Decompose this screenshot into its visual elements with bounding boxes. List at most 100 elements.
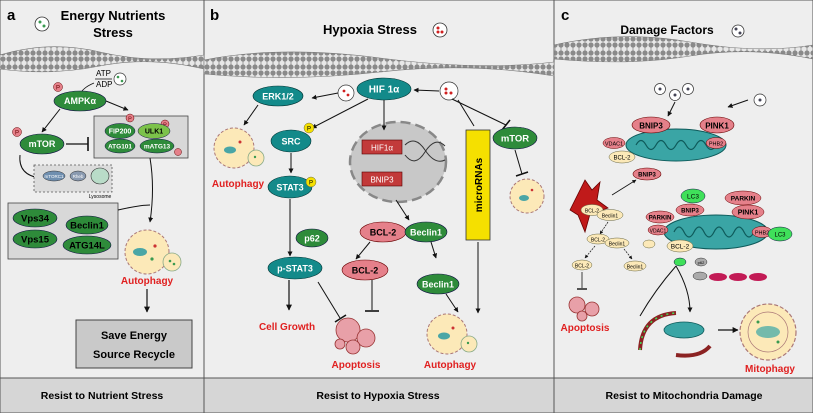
adp-label: ADP <box>96 80 112 89</box>
apoptosis-icon-c <box>568 296 600 322</box>
autophagy-label-b-right: Autophagy <box>424 360 477 371</box>
fip200-label: FIP200 <box>109 129 132 136</box>
p-label: P <box>307 127 311 133</box>
lc3-label: LC3 <box>774 233 786 239</box>
atg101-node <box>104 138 136 154</box>
stat3-label: STAT3 <box>276 183 303 193</box>
p-label: P <box>15 131 19 137</box>
p-label: P <box>128 117 132 123</box>
beclin1-label-a: Beclin1 <box>70 221 105 232</box>
bnip3-label: BNIP3 <box>370 176 394 185</box>
nucleus <box>348 120 448 204</box>
pink1-node-c-1 <box>699 116 735 134</box>
ulk1-node <box>137 123 171 139</box>
src-node <box>270 129 312 153</box>
phb2-label: PHB2 <box>709 142 723 148</box>
bnip3-nuclear-box <box>361 171 403 187</box>
mitophagy-label: Mitophagy <box>745 364 795 375</box>
pink1-label: PINK1 <box>738 210 759 217</box>
mtor-label: mTOR <box>501 134 529 145</box>
phb2-label: PHB2 <box>755 231 769 237</box>
mtor-label: mTOR <box>29 139 56 149</box>
parkin-label: PARKIN <box>649 216 672 222</box>
panel-b-title: Hypoxia Stress <box>323 22 417 37</box>
beclin1-node-b-2 <box>416 273 460 295</box>
autophagy-label-a: Autophagy <box>121 276 174 287</box>
hypoxia-icon <box>432 22 448 38</box>
lc3-node-2 <box>767 226 793 242</box>
panel-b-footer: Resist to Hypoxia Stress <box>316 390 439 402</box>
pink1-label: PINK1 <box>705 122 729 131</box>
bcl2-label: BCL-2 <box>370 228 397 238</box>
panel-a-title-line2: Stress <box>93 25 133 40</box>
phagophore-icon <box>638 311 712 358</box>
vdac1-label: VDAC1 <box>650 229 667 235</box>
save-energy-box <box>75 319 193 369</box>
mitolysosome-icon <box>739 303 797 361</box>
beclin1-label: Beclin1 <box>422 280 454 290</box>
autophagy-label-b-left: Autophagy <box>212 179 265 190</box>
mtor-node-b <box>492 126 538 150</box>
phospho-ampk <box>53 82 63 92</box>
ulk1-complex-box <box>93 115 189 159</box>
fip200-node <box>104 123 136 139</box>
p-stat3-node <box>267 256 323 280</box>
bcl2-label: BCL-2 <box>613 156 631 162</box>
atg14l-label: ATG14L <box>69 241 105 252</box>
save-energy-label: Save Energy <box>101 330 168 342</box>
lysosome-label: Lysosome <box>89 194 112 200</box>
p62-node <box>295 228 329 248</box>
bcl2-label: BCL-2 <box>585 209 599 215</box>
p62-label: p62 <box>304 234 320 244</box>
rheb-label: Rheb <box>73 174 84 179</box>
bcl2-label: BCL-2 <box>352 266 379 276</box>
panel-a-footer: Resist to Nutrient Stress <box>41 390 164 402</box>
hif1a-nuclear-box <box>361 139 403 155</box>
apoptosis-icon-b <box>334 317 376 355</box>
cell-growth-label: Cell Growth <box>259 322 315 333</box>
autophagosome-icon-b-mtor <box>509 178 545 214</box>
bcl2-node-b-2 <box>341 259 389 281</box>
panel-letter-b: b <box>210 7 219 24</box>
bnip3-node-c-2 <box>632 167 662 181</box>
damage-factor-icons <box>654 83 767 107</box>
bnip3-label: BNIP3 <box>639 122 663 131</box>
mtor-node-a <box>19 133 65 155</box>
erk-node <box>252 85 304 107</box>
mtorc1-label: mTORC1 <box>45 174 64 179</box>
vps34-label: Vps34 <box>21 214 50 225</box>
panel-a-title-line1: Energy Nutrients <box>61 8 166 23</box>
atg101-label: ATG101 <box>108 144 132 151</box>
lc3-label: LC3 <box>687 194 699 201</box>
apoptosis-label-b: Apoptosis <box>332 360 381 371</box>
cell-membrane-c <box>553 36 813 63</box>
panel-letter-a: a <box>7 7 16 24</box>
beclin1-node-b-1 <box>404 221 448 243</box>
hif1a-nuc-label: HIF1α <box>371 144 393 153</box>
hif1a-label: HIF 1α <box>369 85 400 96</box>
micrornas-label: microRNAs <box>474 157 485 212</box>
bnip3-label: BNIP3 <box>638 173 656 179</box>
autophagosome-icon-a <box>124 229 182 275</box>
p-label: P <box>309 181 313 187</box>
nutrient-icon <box>34 16 50 32</box>
energy-icon <box>113 72 127 86</box>
vps15-label: Vps15 <box>21 235 50 246</box>
bcl2-label: BCL-2 <box>671 244 690 251</box>
beclin1-label: Beclin1 <box>609 242 626 248</box>
ulk1-label: ULK1 <box>145 129 163 136</box>
panel-c-footer: Resist to Mitochondria Damage <box>606 390 763 402</box>
cell-membrane-b <box>203 51 555 78</box>
p-label: P <box>56 86 60 92</box>
bcl2-label: BCL-2 <box>575 264 589 270</box>
autophagosome-icon-b-right <box>426 313 478 355</box>
src-label: SRC <box>281 137 301 147</box>
panel-c-title: Damage Factors <box>620 23 714 37</box>
beclin1-label: Beclin1 <box>410 228 442 238</box>
lc3-node-1 <box>680 188 706 204</box>
pstat3-label: p-STAT3 <box>277 264 313 274</box>
bnip3-node-c-1 <box>631 116 671 134</box>
micrornas-box <box>465 129 491 241</box>
source-recycle-label: Source Recycle <box>93 349 175 361</box>
